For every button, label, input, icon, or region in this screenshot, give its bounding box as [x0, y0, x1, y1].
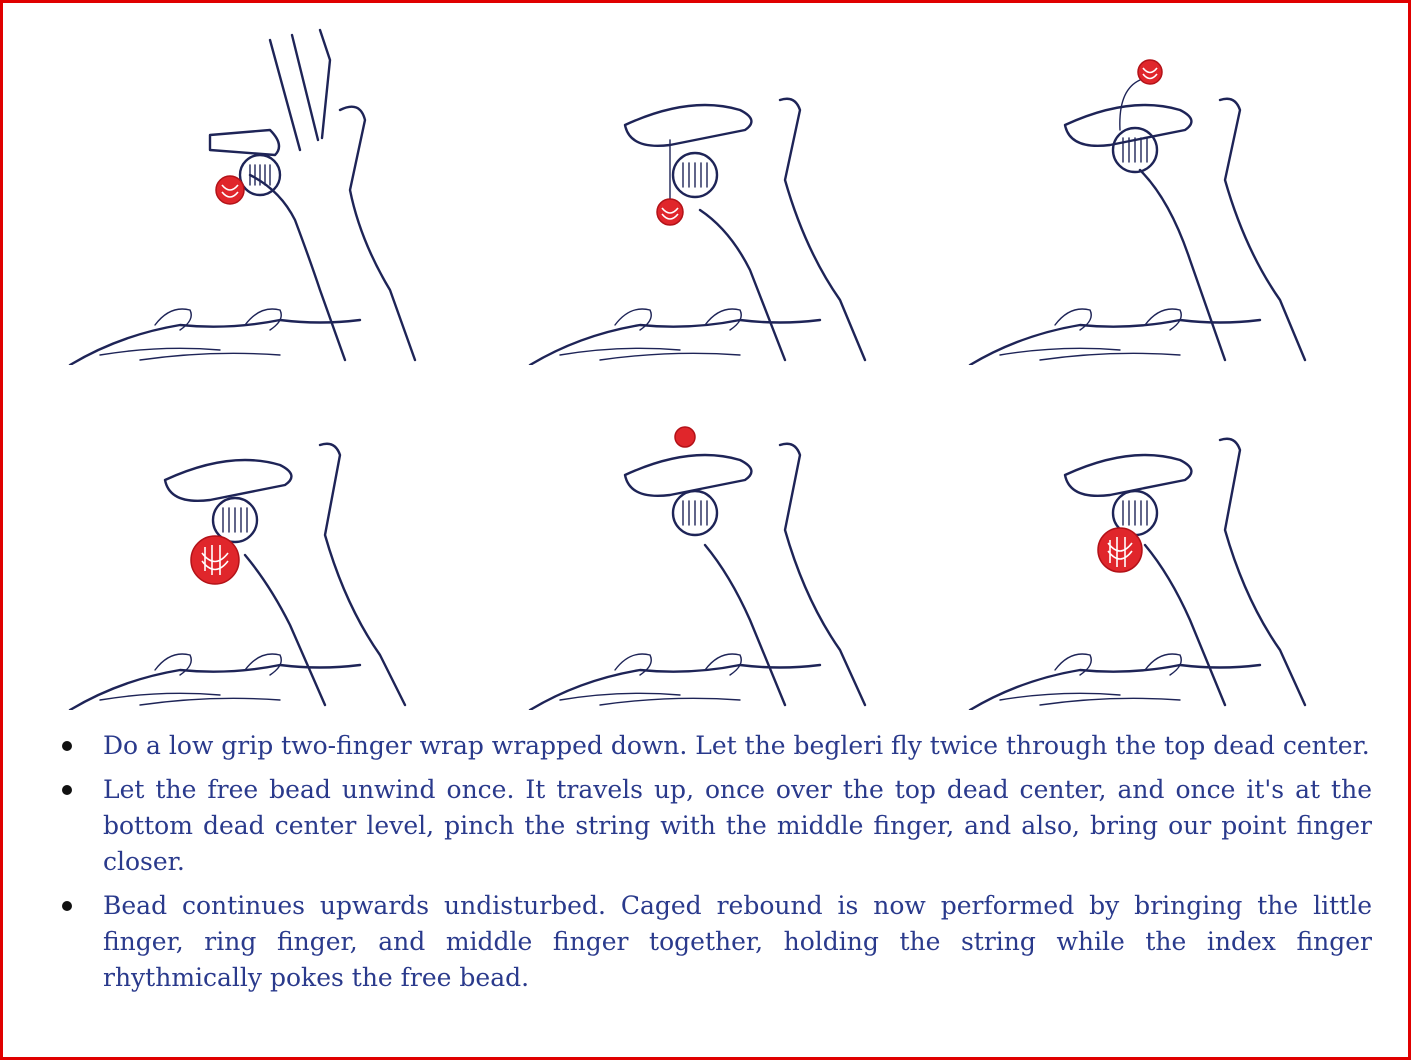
feet-and-blanket [70, 654, 360, 710]
begleri-cage-bead [240, 155, 280, 195]
instruction-list: Do a low grip two-finger wrap wrapped do… [62, 728, 1372, 1004]
illustration-step-6 [960, 365, 1360, 710]
bullet-icon [62, 901, 72, 911]
bullet-icon [62, 741, 72, 751]
red-free-bead [1098, 528, 1142, 572]
illustration-step-1 [60, 20, 460, 365]
begleri-cage-bead [673, 491, 717, 535]
instruction-text: Do a low grip two-finger wrap wrapped do… [103, 731, 1370, 760]
illustration-step-4 [60, 365, 460, 710]
red-free-bead [675, 427, 695, 447]
bullet-icon [62, 785, 72, 795]
instruction-text: Let the free bead unwind once. It travel… [103, 775, 1372, 876]
red-free-bead [1138, 60, 1162, 84]
instruction-item: Bead continues upwards undisturbed. Cage… [62, 888, 1372, 996]
instruction-text: Bead continues upwards undisturbed. Cage… [103, 891, 1372, 992]
illustration-step-5 [520, 365, 920, 710]
illustration-step-2 [520, 20, 920, 365]
begleri-cage-bead [213, 498, 257, 542]
instruction-item: Do a low grip two-finger wrap wrapped do… [62, 728, 1372, 764]
begleri-cage-bead [670, 140, 717, 200]
instruction-item: Let the free bead unwind once. It travel… [62, 772, 1372, 880]
illustration-step-3 [960, 20, 1360, 365]
red-free-bead [657, 199, 683, 225]
begleri-cage-bead [1113, 80, 1157, 172]
red-free-bead [191, 536, 239, 584]
illustration-grid [40, 20, 1380, 710]
red-free-bead [216, 176, 244, 204]
feet-and-blanket [70, 309, 360, 365]
